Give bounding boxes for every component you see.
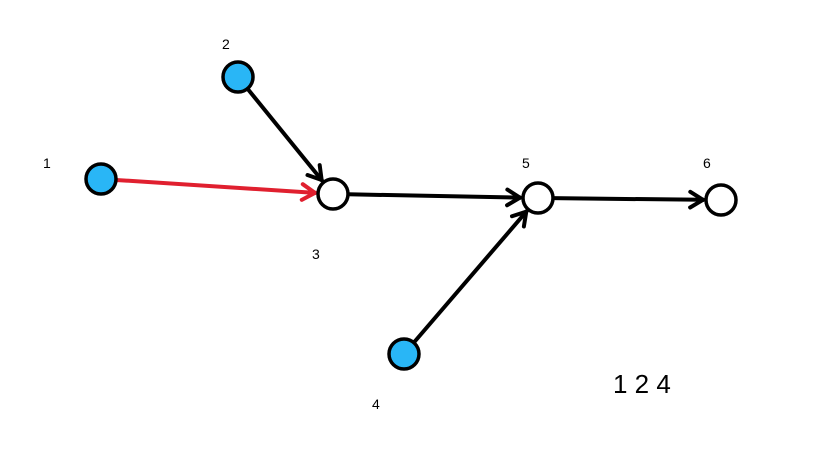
node-label-6: 6: [703, 155, 711, 171]
node-label-1: 1: [43, 155, 51, 171]
node-1: [84, 162, 118, 196]
node-3: [316, 177, 350, 211]
edges-layer: [113, 86, 706, 345]
node-label-5: 5: [522, 155, 530, 171]
sequence-text: 1 2 4: [613, 369, 671, 399]
node-label-2: 2: [222, 36, 230, 52]
edge-5-6: [550, 189, 706, 210]
edge-2-3: [245, 86, 324, 183]
node-label-4: 4: [372, 396, 380, 412]
edge-4-5: [411, 209, 529, 345]
edge-1-3: [113, 177, 318, 202]
labels-layer: 1 2 3 4 5 6: [43, 36, 711, 412]
node-6: [704, 183, 738, 217]
nodes-layer: [84, 60, 738, 371]
node-label-3: 3: [312, 246, 320, 262]
edge-3-5: [345, 187, 523, 208]
node-4: [387, 337, 421, 371]
node-5: [521, 181, 555, 215]
node-2: [221, 60, 255, 94]
